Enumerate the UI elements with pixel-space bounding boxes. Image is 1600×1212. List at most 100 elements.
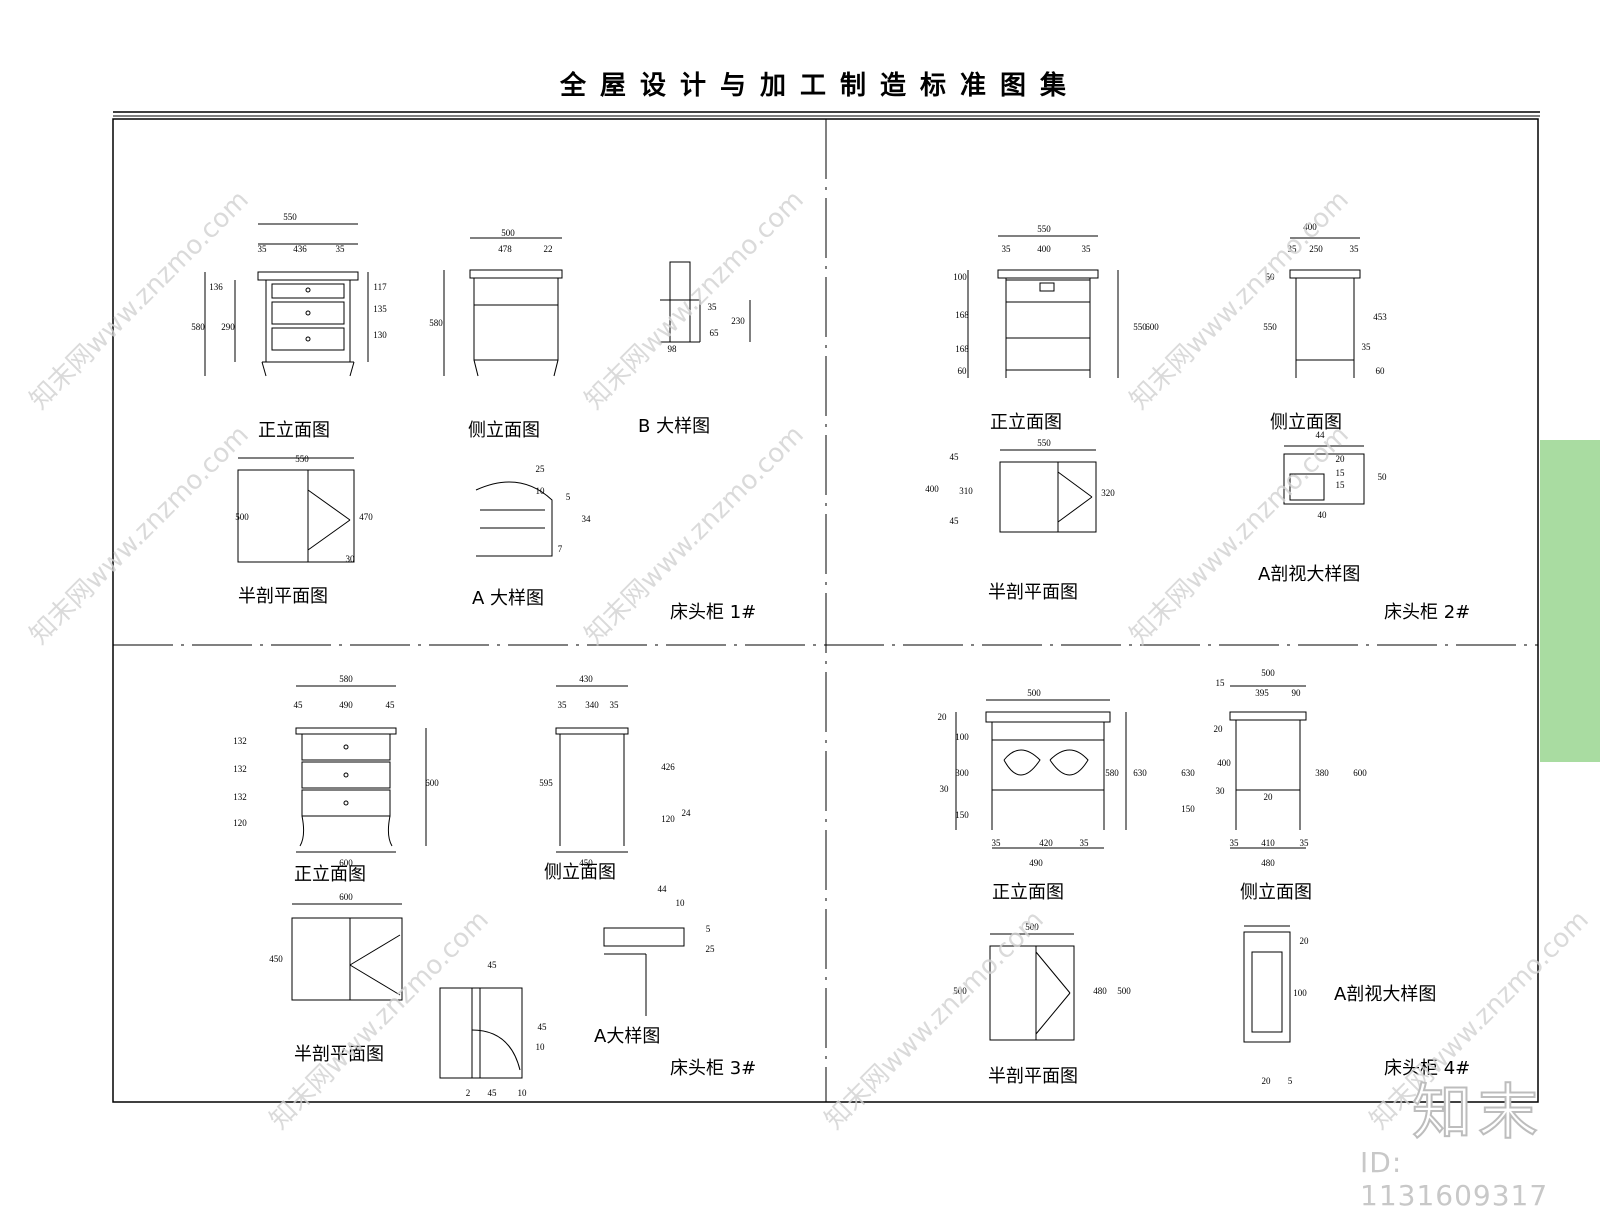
dimension-label: 100 <box>1293 988 1307 998</box>
dimension-label: 90 <box>1292 688 1302 698</box>
dimension-label: 310 <box>959 486 973 496</box>
p2-side-elevation-label: 侧立面图 <box>1270 412 1342 433</box>
dimension-label: 10 <box>536 486 546 496</box>
dimension-label: 35 <box>992 838 1002 848</box>
dimension-label: 98 <box>668 344 678 354</box>
dimension-label: 300 <box>955 768 969 778</box>
dimension-label: 453 <box>1373 312 1387 322</box>
p1-front-elevation-label: 正立面图 <box>258 420 330 441</box>
p1-side-body <box>473 277 559 361</box>
dimension-label: 400 <box>1303 222 1317 232</box>
p1-cabinet-name: 床头柜 1# <box>670 602 757 623</box>
outline <box>439 987 481 1079</box>
dimension-label: 35 <box>336 244 346 254</box>
dimension-label: 630 <box>1181 768 1195 778</box>
dimension-label: 580 <box>429 318 443 328</box>
dimension-label: 10 <box>676 898 686 908</box>
p1-top <box>257 271 359 281</box>
dimension-label: 500 <box>1117 986 1131 996</box>
drawing-id: ID: 1131609317 <box>1360 1146 1549 1212</box>
dimension-label: 600 <box>339 892 353 902</box>
drawing-line <box>473 359 479 377</box>
dimension-label: 230 <box>731 316 745 326</box>
dimension-label: 436 <box>293 244 307 254</box>
drawing-line <box>261 361 267 377</box>
p3-drawer <box>301 789 391 817</box>
p2-section-a <box>1283 453 1365 505</box>
dimension-label: 630 <box>1133 768 1147 778</box>
p1-side-elevation-label: 侧立面图 <box>468 420 540 441</box>
dimension-label: 35 <box>1080 838 1090 848</box>
dimension-label: 168 <box>955 344 969 354</box>
p3-side-elevation-label: 侧立面图 <box>544 862 616 883</box>
dimension-label: 132 <box>233 736 247 746</box>
dimension-label: 450 <box>269 954 283 964</box>
dimension-label: 7 <box>558 544 563 554</box>
dimension-label: 35 <box>1002 244 1012 254</box>
p4-cabinet-name: 床头柜 4# <box>1384 1058 1471 1079</box>
knob <box>305 287 311 293</box>
dimension-label: 45 <box>950 516 960 526</box>
dimension-label: 15 <box>1336 480 1346 490</box>
dimension-label: 150 <box>955 810 969 820</box>
p2-plan <box>999 461 1097 533</box>
dimension-label: 580 <box>339 674 353 684</box>
dimension-label: 35 <box>610 700 620 710</box>
dimension-label: 5 <box>566 492 571 502</box>
dimension-label: 595 <box>539 778 553 788</box>
dimension-label: 15 <box>1336 468 1346 478</box>
p4-plan <box>989 945 1075 1041</box>
p2-side-top <box>1289 269 1361 279</box>
dimension-label: 550 <box>1037 224 1051 234</box>
p3-detail <box>471 987 523 1079</box>
dimension-label: 35 <box>1288 244 1298 254</box>
dimension-label: 24 <box>682 808 692 818</box>
dimension-label: 117 <box>373 282 387 292</box>
p2-front-elevation-label: 正立面图 <box>990 412 1062 433</box>
drawing-line <box>307 489 351 521</box>
knob <box>343 744 349 750</box>
dimension-label: 20 <box>1264 792 1274 802</box>
p3-drawer <box>301 761 391 789</box>
drawing-line <box>349 361 355 377</box>
dimension-label: 550 <box>295 454 309 464</box>
p4-drawer <box>991 721 1105 741</box>
dimension-label: 480 <box>1093 986 1107 996</box>
brand-logo: 知末 <box>1411 1077 1544 1149</box>
drawing-line <box>1057 471 1093 498</box>
dimension-label: 470 <box>359 512 373 522</box>
outline <box>1289 473 1325 501</box>
dimension-label: 45 <box>294 700 304 710</box>
dimension-label: 100 <box>955 732 969 742</box>
p3-detail-a <box>603 927 685 947</box>
p2-top <box>997 269 1099 279</box>
dimension-label: 500 <box>1027 688 1041 698</box>
knob <box>343 800 349 806</box>
dimension-label: 136 <box>209 282 223 292</box>
dimension-label: 30 <box>940 784 950 794</box>
dimension-label: 478 <box>498 244 512 254</box>
dimension-label: 600 <box>1353 768 1367 778</box>
dimension-label: 44 <box>658 884 668 894</box>
dimension-label: 45 <box>538 1022 548 1032</box>
p1-side-top <box>469 269 563 279</box>
p3-half-section-plan-label: 半剖平面图 <box>294 1044 384 1065</box>
dimension-label: 120 <box>661 814 675 824</box>
dimension-label: 65 <box>710 328 720 338</box>
dimension-label: 500 <box>953 986 967 996</box>
p4-section-a <box>1243 931 1291 1043</box>
dimension-label: 5 <box>1288 1076 1293 1086</box>
p1-detail-b-label: B 大样图 <box>638 416 711 437</box>
dimension-label: 2 <box>466 1088 471 1098</box>
dimension-label: 40 <box>1318 510 1328 520</box>
p3-top <box>295 727 397 735</box>
knob <box>305 310 311 316</box>
dimension-label: 20 <box>1262 1076 1272 1086</box>
outline <box>1005 277 1091 281</box>
dimension-label: 60 <box>958 366 968 376</box>
dimension-label: 380 <box>1315 768 1329 778</box>
dimension-label: 35 <box>1230 838 1240 848</box>
dimension-label: 34 <box>582 514 592 524</box>
dimension-label: 120 <box>233 818 247 828</box>
p2-cabinet-name: 床头柜 2# <box>1384 602 1471 623</box>
